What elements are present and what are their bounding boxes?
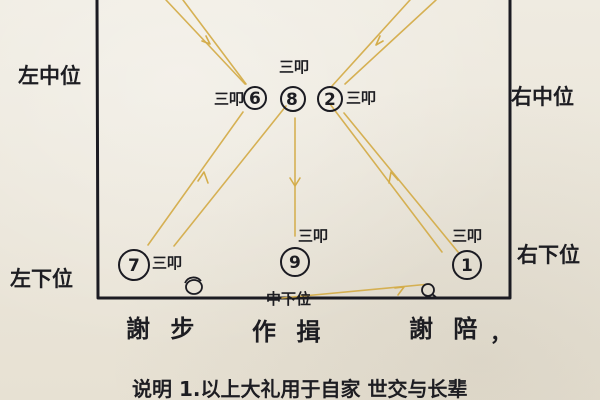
explanation-note: 说明 1.以上大礼用于自家 世交与长辈 — [132, 377, 467, 400]
label-left-lower: 左下位 — [10, 267, 73, 291]
bottom-left-label: 謝 步 — [126, 315, 200, 343]
left-bottom-mark-stroke — [184, 276, 202, 284]
lower-right-circle — [452, 250, 482, 280]
lower-middle-circle — [280, 247, 310, 277]
center-right-circle — [317, 86, 343, 112]
lower-left-number: 7 — [128, 256, 140, 276]
bottom-marks — [184, 276, 438, 299]
diagram-frame — [95, 0, 512, 300]
center-number: 8 — [286, 90, 298, 110]
bottom-right-label: 謝 陪 — [409, 315, 483, 343]
lower-left-circle — [118, 249, 150, 281]
line-center-right-to-top-right — [331, 0, 411, 87]
center-left-number: 6 — [249, 89, 261, 109]
bottom-middle-label: 作 揖 — [252, 318, 326, 346]
center-left-node: 6 三叩 — [214, 86, 267, 110]
lower-middle-text: 三叩 — [298, 227, 328, 245]
lower-right-node: 1 三叩 — [452, 227, 482, 280]
label-right-middle: 右中位 — [511, 85, 574, 109]
label-right-lower: 右下位 — [517, 243, 580, 267]
bottom-punctuation: ， — [490, 322, 511, 346]
arrowhead-top-left — [201, 35, 211, 45]
right-bottom-mark-stroke — [431, 293, 438, 299]
arrowhead-right-middle — [388, 171, 399, 184]
center-right-node: 2 三叩 — [317, 86, 376, 112]
line-center-left-to-top-left — [182, 0, 247, 85]
line-lower-right-to-center-right-inner — [329, 103, 443, 253]
lower-left-node: 7 三叩 — [118, 249, 182, 281]
center-right-text: 三叩 — [346, 89, 376, 107]
line-center-right-to-lower-right — [343, 112, 459, 253]
center-text: 三叩 — [279, 58, 309, 76]
arrowhead-bottom-right — [394, 286, 405, 296]
center-circle — [280, 86, 306, 112]
arrowheads — [197, 35, 405, 296]
arrowhead-left-middle — [197, 171, 209, 184]
left-bottom-mark — [185, 279, 203, 295]
arrowhead-top-right — [375, 35, 384, 46]
center-left-text: 三叩 — [214, 90, 244, 108]
lower-middle-number: 9 — [289, 253, 301, 273]
label-left-middle: 左中位 — [18, 64, 81, 88]
lower-right-text: 三叩 — [452, 227, 482, 245]
lower-left-text: 三叩 — [152, 254, 182, 272]
lower-middle-node: 9 三叩 — [280, 227, 328, 277]
center-node: 8 三叩 — [279, 58, 309, 112]
center-right-number: 2 — [324, 90, 336, 110]
arrowhead-center-down — [289, 177, 301, 187]
right-bottom-mark — [421, 283, 435, 297]
lower-right-number: 1 — [461, 256, 473, 276]
label-bottom-middle: 中下位 — [266, 290, 311, 308]
line-lower-left-to-center-left-inner — [173, 105, 287, 247]
line-top-right-to-center-right — [344, 0, 437, 85]
center-left-circle — [243, 86, 267, 110]
connection-lines — [147, 0, 459, 299]
line-center-left-to-lower-left — [147, 111, 244, 246]
line-lower-middle-to-lower-right — [281, 283, 431, 299]
